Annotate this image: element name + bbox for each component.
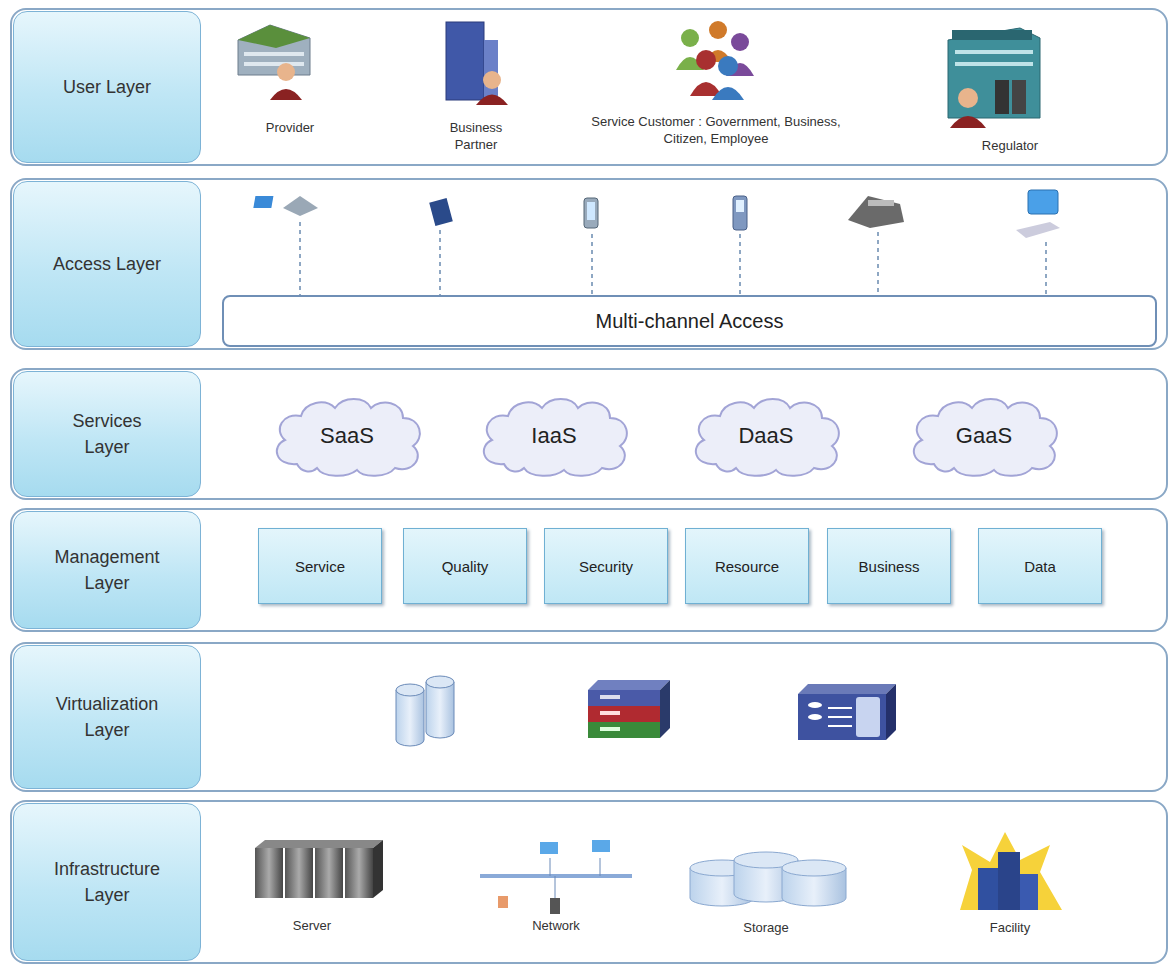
access-devices [253, 190, 1060, 296]
layer-band: Infrastructure Layer [10, 800, 1168, 964]
layer-label-box: Management Layer [13, 511, 201, 629]
infrastructure-icons [255, 832, 1062, 914]
layer-label-box: Services Layer [13, 371, 201, 497]
management-box: Security [544, 528, 668, 604]
layer-band: Virtualization Layer [10, 642, 1168, 792]
layer-name: Infrastructure Layer [52, 856, 162, 908]
service-name: SaaS [320, 423, 374, 449]
layer-name: Management Layer [52, 544, 162, 596]
layer-name: Virtualization Layer [52, 691, 162, 743]
service-customer-icon [676, 21, 754, 100]
service-cloud: GaaS [904, 394, 1064, 478]
icon-caption: Regulator [960, 138, 1060, 155]
management-name: Service [295, 558, 345, 575]
management-name: Security [579, 558, 633, 575]
layer-band: Services Layer SaaS IaaS DaaS GaaS [10, 368, 1168, 500]
management-box: Quality [403, 528, 527, 604]
management-name: Business [859, 558, 920, 575]
regulator-icon [948, 28, 1040, 128]
icon-caption: Network [511, 918, 601, 935]
management-name: Resource [715, 558, 779, 575]
icon-caption: Server [267, 918, 357, 935]
layer-band: Management Layer Service Quality Security Re… [10, 508, 1168, 632]
management-box: Data [978, 528, 1102, 604]
layer-band: Access LayerMulti-channel Access [10, 178, 1168, 350]
management-box: Resource [685, 528, 809, 604]
layer-label-box: Virtualization Layer [13, 645, 201, 789]
layer-label-box: Access Layer [13, 181, 201, 347]
icon-caption: Service Customer : Government, Business,… [581, 114, 851, 148]
service-cloud: SaaS [267, 394, 427, 478]
management-name: Data [1024, 558, 1056, 575]
icon-caption: Storage [721, 920, 811, 937]
layer-name: Access Layer [52, 251, 162, 277]
icon-caption: Provider [245, 120, 335, 137]
access-bar: Multi-channel Access [222, 295, 1157, 347]
management-box: Business [827, 528, 951, 604]
service-cloud: DaaS [686, 394, 846, 478]
management-box: Service [258, 528, 382, 604]
virtualization-icons [396, 676, 896, 746]
icon-caption: Business Partner [436, 120, 516, 154]
service-name: DaaS [738, 423, 793, 449]
provider-icon [238, 25, 310, 100]
icon-caption: Facility [965, 920, 1055, 937]
service-cloud: IaaS [474, 394, 634, 478]
management-name: Quality [442, 558, 489, 575]
layer-label-box: Infrastructure Layer [13, 803, 201, 961]
layer-name: Services Layer [52, 408, 162, 460]
business-partner-icon [446, 22, 508, 105]
service-name: GaaS [956, 423, 1012, 449]
service-name: IaaS [531, 423, 576, 449]
access-name: Multi-channel Access [596, 310, 784, 333]
layer-label-box: User Layer [13, 11, 201, 163]
layer-name: User Layer [52, 74, 162, 100]
